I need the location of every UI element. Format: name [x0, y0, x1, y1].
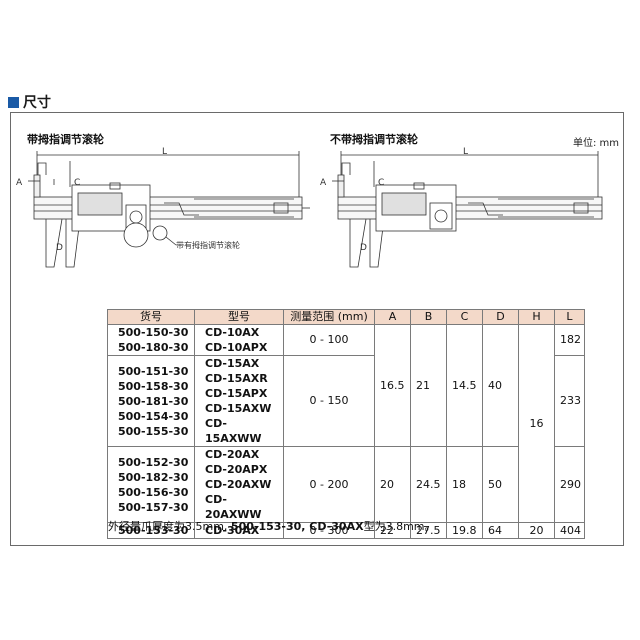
caliper-with-roller-drawing: L A C D	[16, 147, 310, 268]
section-title: 尺寸	[23, 95, 51, 111]
table-header-row: 货号 型号 测量范围 (mm) A B C D H L	[107, 309, 585, 325]
header-model: 型号	[194, 309, 284, 325]
footnote-prefix: 外径量爪厚度为3.5mm,	[108, 520, 231, 533]
cell-D: 40	[482, 324, 519, 447]
left-dim-A: A	[16, 178, 23, 188]
cell-L: 182	[554, 324, 585, 356]
cell-C: 19.8	[446, 522, 483, 539]
cell-D: 50	[482, 446, 519, 523]
cell-H: 16	[518, 324, 555, 523]
cell-B: 24.5	[410, 446, 447, 523]
table-row: 500-152-30 500-182-30 500-156-30 500-157…	[107, 446, 585, 523]
right-drawing-title: 不带拇指调节滚轮	[330, 133, 418, 146]
header-B: B	[410, 309, 447, 325]
models-cell: CD-30AX	[194, 522, 284, 539]
cell-H: 20	[518, 522, 555, 539]
left-dim-D: D	[56, 243, 63, 253]
cell-L: 404	[554, 522, 585, 539]
thumb-roller-callout: 带有拇指调节滚轮	[176, 241, 240, 250]
cell-C: 18	[446, 446, 483, 523]
right-dim-D: D	[360, 243, 367, 253]
codes-cell: 500-152-30 500-182-30 500-156-30 500-157…	[107, 446, 195, 523]
models-cell: CD-15AX CD-15AXR CD-15APX CD-15AXW CD-15…	[194, 355, 284, 447]
header-D: D	[482, 309, 519, 325]
cell-A: 22	[374, 522, 411, 539]
right-dim-L: L	[463, 147, 468, 157]
spec-table: 货号 型号 测量范围 (mm) A B C D H L 500-150-30 5…	[107, 309, 585, 539]
cell-B: 27.5	[410, 522, 447, 539]
caliper-without-roller-drawing: L A C D	[320, 147, 603, 268]
range-cell: 0 - 100	[283, 324, 375, 356]
header-L: L	[554, 309, 585, 325]
section-marker-icon	[8, 96, 19, 108]
models-cell: CD-20AX CD-20APX CD-20AXW CD-20AXWW	[194, 446, 284, 523]
codes-cell: 500-151-30 500-158-30 500-181-30 500-154…	[107, 355, 195, 447]
section-heading: 尺寸	[8, 92, 51, 112]
footnote: 外径量爪厚度为3.5mm, 500-153-30, CD-30AX型为3.8mm…	[108, 518, 436, 534]
right-dim-C: C	[378, 178, 384, 188]
header-H: H	[518, 309, 555, 325]
header-C: C	[446, 309, 483, 325]
left-dim-C: C	[74, 178, 80, 188]
range-cell: 0 - 200	[283, 446, 375, 523]
cell-D: 64	[482, 522, 519, 539]
cell-L: 233	[554, 355, 585, 447]
cell-C: 14.5	[446, 324, 483, 447]
left-dim-L: L	[162, 147, 167, 157]
header-code: 货号	[107, 309, 195, 325]
cell-A: 20	[374, 446, 411, 523]
table-row: 500-153-30 CD-30AX 0 - 300 22 27.5 19.8 …	[107, 522, 585, 539]
header-A: A	[374, 309, 411, 325]
header-range: 测量范围 (mm)	[283, 309, 375, 325]
table-row: 500-150-30 500-180-30 CD-10AX CD-10APX 0…	[107, 324, 585, 523]
cell-A: 16.5	[374, 324, 411, 447]
footnote-suffix: 型为3.8mm。	[363, 520, 436, 533]
left-drawing-title: 带拇指调节滚轮	[27, 133, 104, 146]
unit-label: 单位: mm	[573, 138, 620, 149]
footnote-bold: 500-153-30, CD-30AX	[230, 520, 364, 533]
right-dim-A: A	[320, 178, 327, 188]
cell-B: 21	[410, 324, 447, 447]
codes-cell: 500-150-30 500-180-30	[107, 324, 195, 356]
models-cell: CD-10AX CD-10APX	[194, 324, 284, 356]
codes-cell: 500-153-30	[107, 522, 195, 539]
range-cell: 0 - 150	[283, 355, 375, 447]
table-row: 500-151-30 500-158-30 500-181-30 500-154…	[107, 355, 585, 447]
cell-L: 290	[554, 446, 585, 523]
range-cell: 0 - 300	[283, 522, 375, 539]
